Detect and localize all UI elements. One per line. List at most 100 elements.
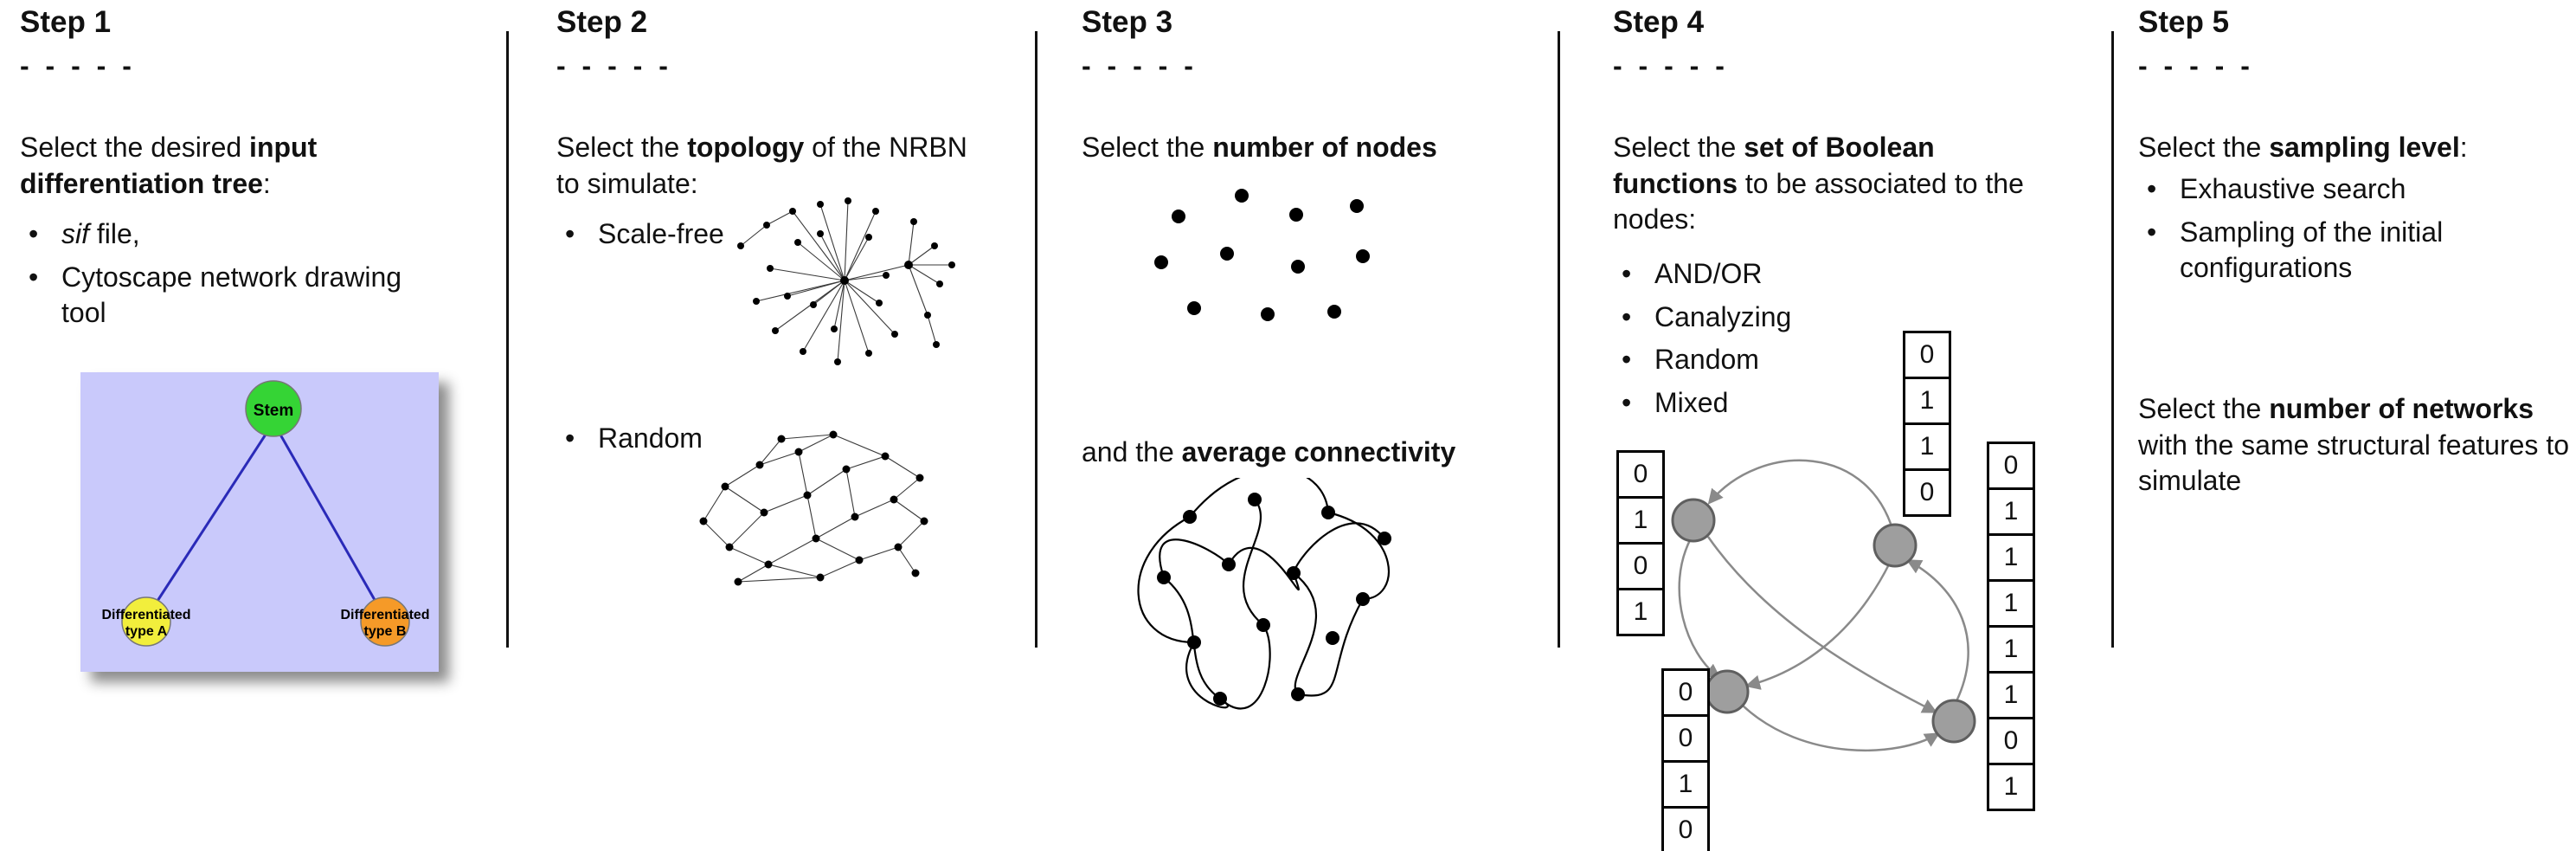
step-3-column: Step 3 - - - - - Select the number of no…: [1082, 0, 1556, 851]
differentiation-tree-figure: Stem Differentiated type A Differentiate…: [80, 372, 439, 672]
boolean-network-nodes: [1671, 498, 1976, 744]
intro-text: of the NRBN to simulate:: [556, 132, 967, 199]
gene-node-c: [1705, 669, 1750, 714]
scale-free-edges: [740, 200, 952, 363]
truth-table-cell: 0: [1987, 717, 2035, 765]
boolean-network-edges: [1678, 459, 1969, 752]
step-4-dashes: - - - - -: [1613, 50, 1729, 81]
intro-text: and the: [1082, 436, 1182, 467]
intro-text: Select the: [2138, 132, 2270, 163]
step-3-title: Step 3: [1082, 5, 1173, 39]
differentiated-type-b-node: [360, 596, 410, 647]
bullet-text: Canalyzing: [1654, 300, 1792, 332]
truth-table-cell: 0: [1616, 542, 1665, 590]
truth-table-cell: 1: [1987, 533, 2035, 582]
intro-text: Select the: [556, 132, 688, 163]
bullet-item-sif-file: sif file,: [20, 216, 405, 253]
bullet-item-cytoscape: Cytoscape network drawing tool: [20, 260, 405, 332]
truth-table-cell: 0: [1661, 668, 1710, 717]
tree-edge-to-type-a: [145, 422, 275, 619]
bullet-item-canalyzing: Canalyzing: [1613, 300, 1959, 336]
bullet-item-scale-free: Scale-free: [556, 216, 816, 253]
step-2-column: Step 2 - - - - - Select the topology of …: [556, 0, 1024, 851]
bullet-text: Sampling of the initial configurations: [2180, 216, 2444, 284]
bullet-item-mixed: Mixed: [1613, 385, 1959, 422]
bullet-item-exhaustive-search: Exhaustive search: [2138, 171, 2554, 208]
intro-text: :: [2459, 132, 2468, 163]
intro-text: :: [262, 167, 271, 199]
step-5-column: Step 5 - - - - - Select the sampling lev…: [2138, 0, 2576, 851]
connectivity-tangle-graphic: [1137, 478, 1391, 710]
truth-table-cell: 0: [1661, 806, 1710, 851]
boolean-functions-list: AND/OR Canalyzing Random Mixed: [1613, 256, 1959, 428]
column-divider: [1558, 31, 1560, 648]
bullet-text: Cytoscape network drawing tool: [61, 261, 402, 329]
sampling-options-list: Exhaustive search Sampling of the initia…: [2138, 171, 2554, 293]
truth-table-right: 0 1 1 1 1 1 0 1: [1987, 442, 2035, 811]
truth-table-cell: 0: [1987, 442, 2035, 490]
intro-text: to be associated to the nodes:: [1613, 167, 2024, 235]
truth-table-cell: 1: [1987, 763, 2035, 811]
type-b-label-line1: Differentiated: [340, 608, 429, 622]
differentiation-tree-svg: Stem Differentiated type A Differentiate…: [80, 372, 439, 672]
truth-table-cell: 1: [1616, 588, 1665, 636]
scale-free-bullet: Scale-free: [556, 216, 816, 260]
column-divider: [2111, 31, 2114, 648]
step-5-paragraph: Select the number of networks with the s…: [2138, 391, 2571, 500]
step-1-intro: Select the desired input differentiation…: [20, 130, 405, 202]
stem-node-label: Stem: [254, 402, 293, 420]
truth-table-cell: 1: [1661, 760, 1710, 809]
bullet-item-random: Random: [1613, 342, 1959, 378]
truth-table-left: 0 1 0 1: [1616, 450, 1665, 636]
truth-table-cell: 1: [1987, 625, 2035, 674]
random-bullet: Random: [556, 421, 816, 464]
type-a-label-line2: type A: [125, 624, 168, 639]
step-1-title: Step 1: [20, 5, 112, 39]
intro-text: Select the: [1613, 132, 1744, 163]
bullet-text: Mixed: [1654, 386, 1729, 418]
intro-bold-text: number of nodes: [1212, 132, 1437, 163]
bullet-text: Random: [598, 422, 703, 454]
bullet-italic-text: sif: [61, 218, 89, 249]
type-b-label-line2: type B: [364, 624, 407, 639]
stem-node: [245, 380, 302, 437]
bullet-text: Random: [1654, 344, 1759, 376]
intro-bold-text: topology: [687, 132, 805, 163]
node-dots: [1154, 189, 1370, 321]
step-3-intro2: and the average connectivity: [1082, 435, 1549, 471]
truth-table-cell: 1: [1903, 422, 1951, 471]
bullet-text: AND/OR: [1654, 258, 1763, 289]
truth-table-bottom-left: 0 0 1 0: [1661, 668, 1710, 851]
intro-text: Select the: [1082, 132, 1213, 163]
paragraph-text: with the same structural features to sim…: [2138, 429, 2569, 497]
step-1-bullet-list: sif file, Cytoscape network drawing tool: [20, 216, 405, 338]
intro-bold-text: average connectivity: [1181, 436, 1456, 467]
bullet-item-random: Random: [556, 421, 816, 457]
truth-table-cell: 1: [1616, 496, 1665, 545]
step-5-intro: Select the sampling level:: [2138, 130, 2571, 166]
random-nodes: [699, 430, 928, 586]
truth-table-cell: 0: [1903, 468, 1951, 517]
intro-text: Select the desired: [20, 132, 250, 163]
step-3-intro: Select the number of nodes: [1082, 130, 1549, 166]
random-network-graphic: [699, 430, 928, 586]
paragraph-text: Select the: [2138, 393, 2270, 424]
step-3-dashes: - - - - -: [1082, 50, 1198, 81]
step-4-column: Step 4 - - - - - Select the set of Boole…: [1613, 0, 2103, 851]
column-divider: [506, 31, 509, 648]
step-5-dashes: - - - - -: [2138, 50, 2254, 81]
step-2-dashes: - - - - -: [556, 50, 672, 81]
step-4-intro: Select the set of Boolean functions to b…: [1613, 130, 2024, 238]
bullet-text: Scale-free: [598, 218, 724, 249]
tangle-nodes: [1157, 493, 1391, 706]
random-edges: [703, 434, 925, 583]
truth-table-cell: 0: [1616, 450, 1665, 499]
step-1-dashes: - - - - -: [20, 50, 136, 81]
truth-table-top: 0 1 1 0: [1903, 331, 1951, 517]
step-5-title: Step 5: [2138, 5, 2230, 39]
differentiated-type-a-node: [121, 596, 171, 647]
boolean-network-graphic: [1671, 459, 1976, 752]
column-divider: [1035, 31, 1037, 648]
gene-node-a: [1671, 498, 1716, 543]
